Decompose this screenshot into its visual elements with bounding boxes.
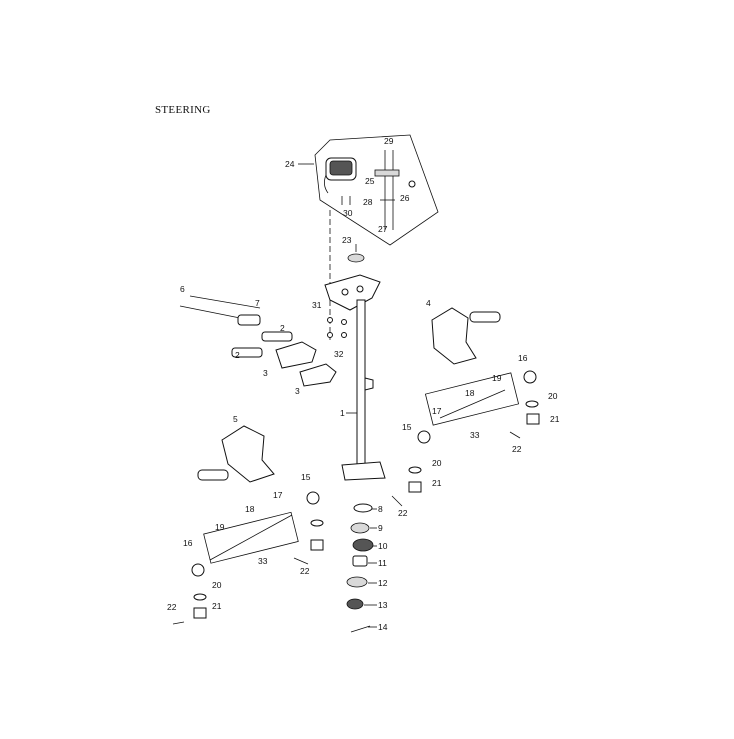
- callout-7: 7: [255, 298, 260, 308]
- callout-16b: 16: [183, 538, 193, 548]
- callout-33a: 33: [470, 430, 480, 440]
- callout-22b: 22: [398, 508, 408, 518]
- callout-14: 14: [378, 622, 388, 632]
- callout-8: 8: [378, 504, 383, 514]
- steering-column: [325, 275, 385, 480]
- callout-2a: 2: [280, 323, 285, 333]
- callout-11: 11: [378, 558, 387, 568]
- callout-15b: 15: [301, 472, 311, 482]
- callout-27: 27: [378, 224, 388, 234]
- callout-22c: 22: [300, 566, 310, 576]
- callout-19b: 19: [215, 522, 225, 532]
- callout-18a: 18: [465, 388, 475, 398]
- callout-20a: 20: [548, 391, 558, 401]
- callout-17a: 17: [432, 406, 442, 416]
- callout-18b: 18: [245, 504, 255, 514]
- callout-15a: 15: [402, 422, 412, 432]
- callout-2b: 2: [235, 350, 240, 360]
- callout-23: 23: [342, 235, 352, 245]
- callout-4: 4: [426, 298, 431, 308]
- callout-19a: 19: [492, 373, 502, 383]
- callout-20c: 20: [212, 580, 222, 590]
- callout-6: 6: [180, 284, 185, 294]
- callout-21b: 21: [432, 478, 442, 488]
- callout-29: 29: [384, 136, 394, 146]
- callout-3b: 3: [295, 386, 300, 396]
- callout-24: 24: [285, 159, 295, 169]
- callout-12: 12: [378, 578, 388, 588]
- callout-31: 31: [312, 300, 322, 310]
- callout-28: 28: [363, 197, 373, 207]
- callout-20b: 20: [432, 458, 442, 468]
- callout-1: 1: [340, 408, 345, 418]
- callout-32: 32: [334, 349, 344, 359]
- callout-10: 10: [378, 541, 388, 551]
- callout-25: 25: [365, 176, 375, 186]
- meter-assembly: [315, 135, 438, 245]
- callout-9: 9: [378, 523, 383, 533]
- callout-21c: 21: [212, 601, 222, 611]
- callout-26: 26: [400, 193, 410, 203]
- page-title: STEERING: [155, 104, 211, 116]
- callout-13: 13: [378, 600, 388, 610]
- callout-21a: 21: [550, 414, 560, 424]
- callout-3a: 3: [263, 368, 268, 378]
- callout-30: 30: [343, 208, 353, 218]
- callout-22a: 22: [512, 444, 522, 454]
- callout-16a: 16: [518, 353, 528, 363]
- callout-17b: 17: [273, 490, 283, 500]
- callout-22d: 22: [167, 602, 177, 612]
- callout-5: 5: [233, 414, 238, 424]
- callout-33b: 33: [258, 556, 268, 566]
